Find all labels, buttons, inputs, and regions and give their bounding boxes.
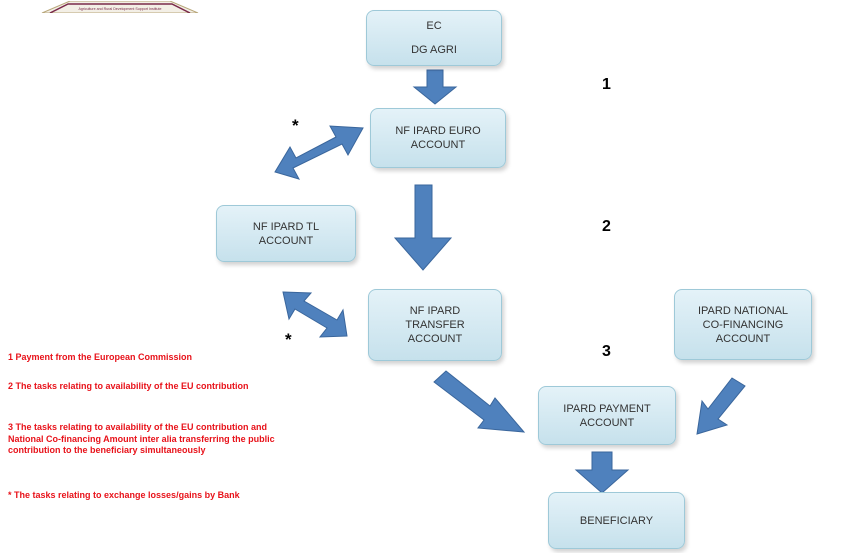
box-label: ACCOUNT xyxy=(258,234,314,247)
arrow-transfer-to-payment xyxy=(433,370,526,433)
logo-caption: Agriculture and Rural Development Suppor… xyxy=(78,7,161,11)
arrow-tl-transfer-bidirectional xyxy=(282,291,348,338)
box-label: ACCOUNT xyxy=(407,333,463,345)
box-nf-ipard-transfer-account: NF IPARD TRANSFER ACCOUNT xyxy=(368,289,502,361)
box-label: ACCOUNT xyxy=(579,416,635,429)
box-label: ACCOUNT xyxy=(410,139,466,151)
box-label: IPARD NATIONAL xyxy=(697,304,789,317)
box-nf-ipard-euro-account: NF IPARD EURO ACCOUNT xyxy=(370,108,506,168)
box-label: EC xyxy=(426,20,442,32)
arrow-ec-to-euro xyxy=(412,69,458,105)
box-ec-dg-agri: EC DG AGRI xyxy=(366,10,502,66)
legend-item-3: 3 The tasks relating to availability of … xyxy=(8,422,275,455)
institute-logo: Agriculture and Rural Development Suppor… xyxy=(40,0,200,18)
box-label: BENEFICIARY xyxy=(579,514,654,527)
step-number-2: 2 xyxy=(602,218,611,235)
box-ipard-payment-account: IPARD PAYMENT ACCOUNT xyxy=(538,386,676,445)
box-label: IPARD PAYMENT xyxy=(563,402,651,415)
arrow-euro-to-transfer xyxy=(393,184,453,271)
box-label: ACCOUNT xyxy=(715,332,771,345)
legend-item-2: 2 The tasks relating to availability of … xyxy=(8,381,249,391)
box-label: NF IPARD xyxy=(409,305,461,317)
box-label: TRANSFER xyxy=(405,319,465,331)
legend-item-1: 1 Payment from the European Commission xyxy=(8,352,193,362)
arrow-euro-tl-bidirectional xyxy=(274,125,364,180)
box-nf-ipard-tl-account: NF IPARD TL ACCOUNT xyxy=(216,205,356,262)
box-label: DG AGRI xyxy=(411,44,457,56)
arrow-national-to-payment xyxy=(696,377,746,435)
arrow-payment-to-beneficiary xyxy=(574,451,630,494)
box-label: CO-FINANCING xyxy=(702,318,784,331)
step-number-3: 3 xyxy=(602,343,611,360)
step-number-1: 1 xyxy=(602,76,611,93)
box-ipard-national-cofinancing-account: IPARD NATIONAL CO-FINANCING ACCOUNT xyxy=(674,289,812,360)
box-beneficiary: BENEFICIARY xyxy=(548,492,685,549)
star-marker-top: * xyxy=(292,116,299,135)
box-label: NF IPARD EURO xyxy=(395,125,481,137)
legend-item-4: * The tasks relating to exchange losses/… xyxy=(8,490,240,500)
star-marker-bottom: * xyxy=(285,330,292,349)
box-label: NF IPARD TL xyxy=(252,220,320,233)
